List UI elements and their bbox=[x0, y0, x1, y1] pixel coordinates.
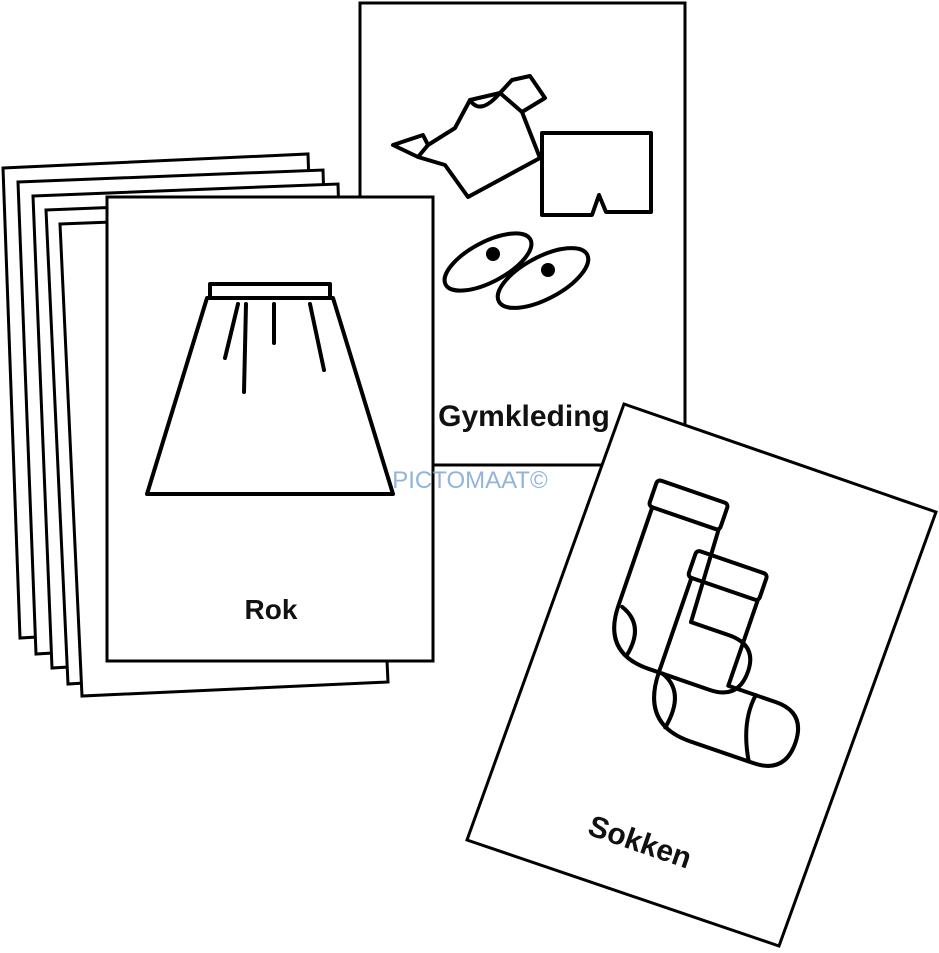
card-sokken[interactable]: Sokken bbox=[465, 402, 938, 948]
watermark-text: PICTOMAAT© bbox=[392, 467, 548, 494]
skirt-icon bbox=[145, 282, 395, 496]
gymkleding-label: Gymkleding bbox=[438, 400, 610, 433]
rok-label: Rok bbox=[245, 594, 298, 625]
socks-icon bbox=[612, 478, 801, 768]
card-rok[interactable]: Rok bbox=[105, 195, 435, 663]
gym-clothes-icon bbox=[391, 74, 653, 310]
